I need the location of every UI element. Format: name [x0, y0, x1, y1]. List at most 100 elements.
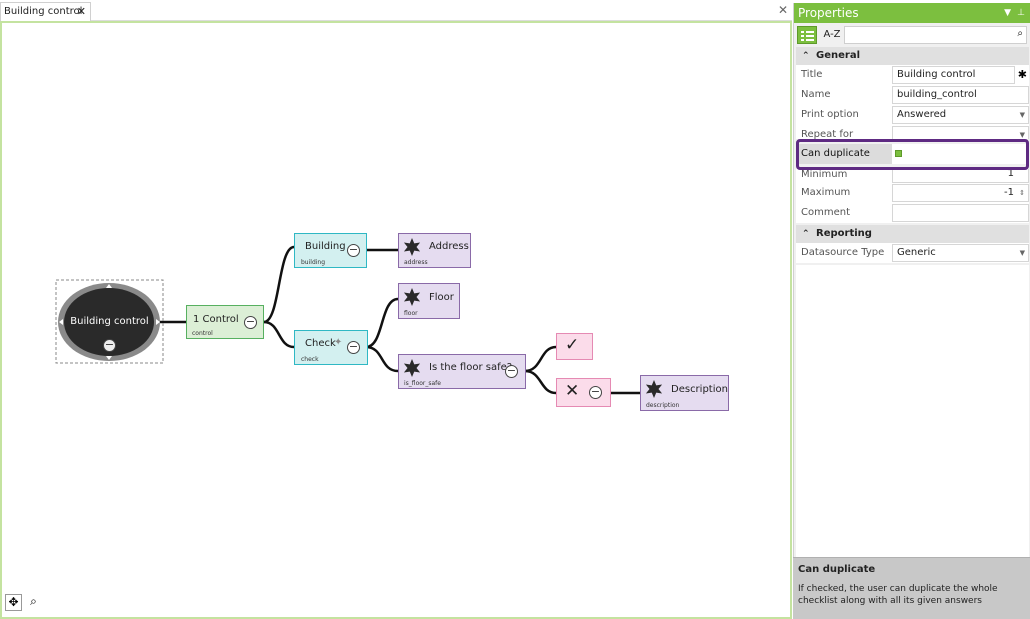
pin-icon[interactable]: ⊥ — [1017, 8, 1025, 18]
categorized-view-button[interactable] — [797, 26, 817, 44]
node-building-label: Building — [305, 241, 346, 252]
node-building-sub: building — [301, 259, 326, 266]
can-duplicate-field[interactable] — [892, 145, 1029, 163]
prop-row-comment[interactable]: Comment — [796, 203, 1029, 223]
collapse-building-icon[interactable]: − — [347, 243, 360, 257]
node-building[interactable]: Building building − — [294, 233, 367, 268]
properties-empty-area — [796, 265, 1029, 557]
tab-title: Building control — [4, 6, 83, 17]
node-description-sub: description — [646, 402, 680, 409]
comment-field[interactable] — [892, 204, 1029, 222]
prop-label: Maximum — [801, 187, 851, 198]
properties-panel: Properties ▼ ⊥ A-Z ⌕ ⌃ General Title Bui… — [793, 3, 1030, 619]
properties-search-input[interactable]: ⌕ — [844, 26, 1027, 44]
property-description-box: Can duplicate If checked, the user can d… — [793, 557, 1030, 619]
node-floor[interactable]: Floor floor — [398, 283, 460, 319]
dropdown-icon[interactable]: ▼ — [1004, 8, 1011, 18]
pan-icon[interactable]: ✥ — [5, 594, 22, 611]
prop-row-can-duplicate[interactable]: Can duplicate — [796, 144, 1029, 164]
spinner-icon[interactable]: ⇕ — [1019, 189, 1025, 197]
prop-label: Title — [801, 69, 823, 80]
alphabetical-view-button[interactable]: A-Z — [823, 29, 841, 40]
minimum-field[interactable]: 1 — [892, 169, 1029, 183]
repeat-for-select[interactable]: ▼ — [892, 126, 1029, 139]
star-icon — [403, 359, 421, 377]
collapse-root-icon[interactable]: − — [103, 338, 116, 352]
name-value: building_control — [897, 89, 977, 100]
prop-row-maximum[interactable]: Maximum -1 ⇕ — [796, 183, 1029, 203]
prop-label: Datasource Type — [801, 247, 885, 258]
node-floor-sub: floor — [404, 310, 418, 317]
can-duplicate-checkbox[interactable] — [895, 150, 902, 157]
node-check-sub: check — [301, 356, 319, 363]
datasource-type-select[interactable]: Generic▼ — [892, 244, 1029, 262]
node-address-label: Address — [429, 241, 469, 252]
prop-label: Minimum — [801, 169, 848, 180]
title-field[interactable]: Building control — [892, 66, 1015, 84]
cross-icon: ✕ — [565, 381, 580, 401]
node-answer-no[interactable]: ✕ − — [556, 378, 611, 407]
node-control-label: 1 Control — [193, 314, 239, 325]
tab-close-icon[interactable]: ✕ — [76, 5, 86, 18]
collapse-chevron-icon: ⌃ — [802, 229, 810, 239]
description-text: If checked, the user can duplicate the w… — [798, 584, 998, 606]
collapse-check-icon[interactable]: − — [347, 340, 360, 354]
prop-row-repeat-for[interactable]: Repeat for ▼ — [796, 125, 1029, 139]
diagram-canvas[interactable]: Building control − 1 Control control − B… — [0, 21, 792, 619]
prop-label: Print option — [801, 109, 859, 120]
node-check[interactable]: Check ✦ check − — [294, 330, 368, 365]
section-reporting[interactable]: ⌃ Reporting — [796, 225, 1029, 243]
selected-row-bg — [796, 144, 892, 164]
star-icon — [403, 238, 421, 256]
chevron-down-icon: ▼ — [1019, 131, 1025, 139]
node-address[interactable]: Address address — [398, 233, 471, 268]
section-general-label: General — [816, 50, 860, 61]
prop-label: Repeat for — [801, 129, 854, 139]
prop-row-title[interactable]: Title Building control ✱ — [796, 65, 1029, 85]
document-tab-bar: Building control ✕ ✕ — [0, 0, 792, 21]
close-document-icon[interactable]: ✕ — [778, 3, 789, 17]
node-floor-label: Floor — [429, 292, 454, 303]
connector-lines — [55, 245, 640, 395]
node-description-label: Description — [671, 384, 728, 395]
checkmark-icon: ✓ — [565, 335, 580, 355]
collapse-no-icon[interactable]: − — [589, 385, 602, 399]
node-address-sub: address — [404, 259, 428, 266]
node-question-label: Is the floor safe? — [429, 362, 513, 373]
tab-building-control[interactable]: Building control ✕ — [0, 2, 91, 21]
search-icon: ⌕ — [1017, 28, 1023, 39]
root-ellipse — [58, 283, 160, 361]
collapse-chevron-icon: ⌃ — [802, 51, 810, 61]
star-icon — [403, 288, 421, 306]
prop-row-datasource-type[interactable]: Datasource Type Generic▼ — [796, 243, 1029, 263]
root-node[interactable]: Building control − — [57, 282, 162, 362]
section-general[interactable]: ⌃ General — [796, 47, 1029, 65]
prop-label: Comment — [801, 207, 850, 218]
node-question-sub: is_floor_safe — [404, 380, 441, 387]
maximum-field[interactable]: -1 ⇕ — [892, 184, 1029, 202]
minimum-value: 1 — [1007, 169, 1014, 179]
print-option-value: Answered — [897, 109, 947, 120]
node-description[interactable]: Description description — [640, 375, 729, 411]
root-label: Building control — [70, 316, 149, 327]
name-field[interactable]: building_control — [892, 86, 1029, 104]
prop-row-minimum[interactable]: Minimum 1 — [796, 169, 1029, 183]
properties-title: Properties — [798, 6, 859, 20]
node-question[interactable]: Is the floor safe? is_floor_safe − — [398, 354, 526, 389]
zoom-icon[interactable]: ⌕ — [25, 594, 42, 611]
collapse-question-icon[interactable]: − — [505, 364, 518, 378]
collapse-control-icon[interactable]: − — [244, 315, 257, 329]
prop-row-print-option[interactable]: Print option Answered▼ — [796, 105, 1029, 125]
node-answer-yes[interactable]: ✓ — [556, 333, 593, 360]
node-control[interactable]: 1 Control control − — [186, 305, 264, 339]
prop-row-name[interactable]: Name building_control — [796, 85, 1029, 105]
maximum-value: -1 — [1004, 187, 1014, 198]
properties-header: Properties ▼ ⊥ — [794, 3, 1030, 23]
puzzle-icon[interactable]: ✱ — [1017, 68, 1027, 81]
print-option-select[interactable]: Answered▼ — [892, 106, 1029, 124]
star-icon — [645, 380, 663, 398]
can-duplicate-highlight — [796, 139, 1029, 170]
title-value: Building control — [897, 69, 976, 80]
properties-toolbar: A-Z ⌕ — [794, 23, 1030, 47]
puzzle-icon: ✦ — [334, 337, 343, 348]
